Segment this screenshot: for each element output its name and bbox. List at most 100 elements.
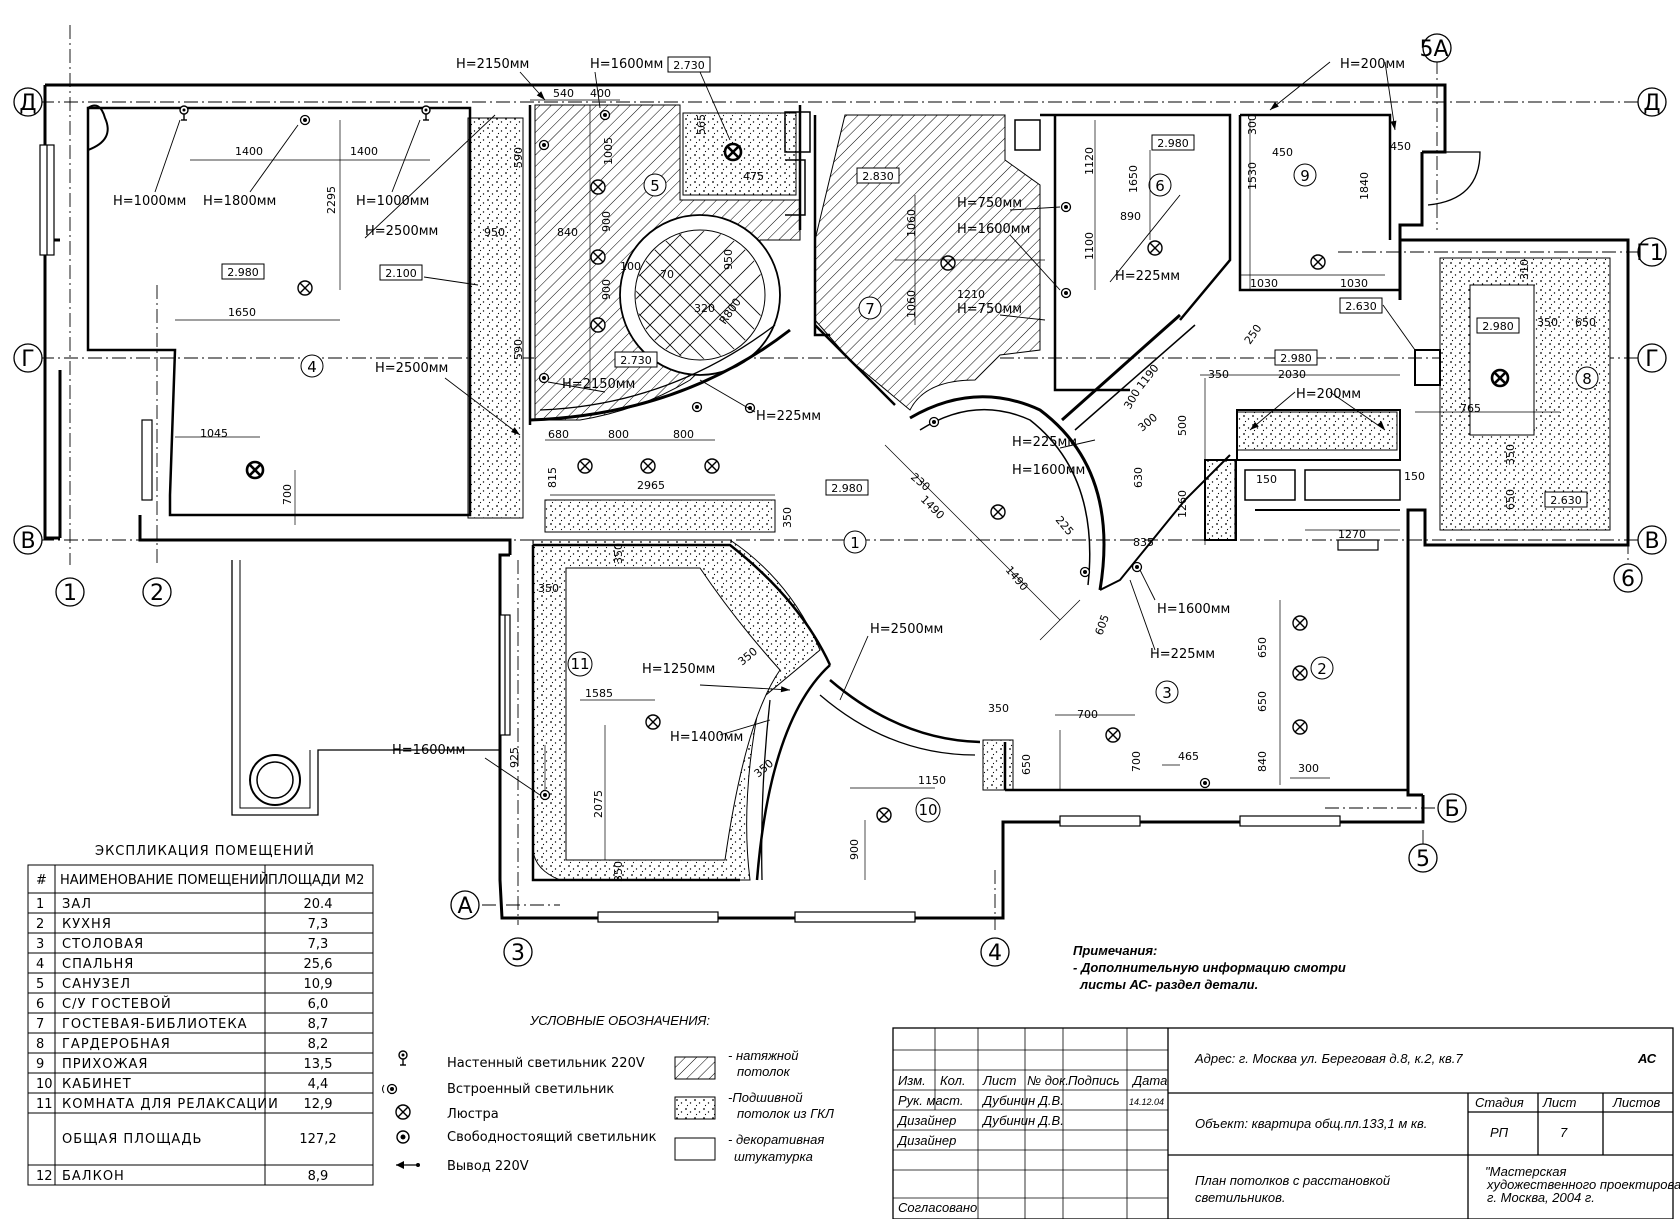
explication-area-cell: 20.4 — [304, 897, 333, 912]
svg-text:565: 565 — [695, 114, 708, 135]
axis-5-marker: 5 — [1408, 843, 1438, 873]
svg-text:Н=200мм: Н=200мм — [1296, 387, 1361, 402]
svg-text:Н=1400мм: Н=1400мм — [670, 730, 743, 745]
decorative-plaster-zones — [565, 282, 1580, 861]
svg-text:Настенный светильник 220V: Настенный светильник 220V — [447, 1056, 645, 1071]
explication-area-cell: 8,9 — [308, 1169, 329, 1184]
svg-text:1060: 1060 — [905, 290, 918, 318]
svg-text:Дизайнер: Дизайнер — [896, 1113, 956, 1128]
svg-text:Стадия: Стадия — [1475, 1095, 1524, 1110]
svg-text:План потолков с расстановкой: План потолков с расстановкой — [1195, 1173, 1390, 1188]
svg-text:475: 475 — [743, 170, 764, 183]
svg-text:4: 4 — [988, 941, 1002, 966]
explication-number-cell: 4 — [36, 957, 44, 972]
explication-number-cell: 9 — [36, 1057, 44, 1072]
svg-text:2: 2 — [1317, 660, 1327, 678]
explication-area-cell: 7,3 — [308, 917, 329, 932]
svg-text:1100: 1100 — [1083, 232, 1096, 260]
svg-text:840: 840 — [557, 226, 578, 239]
explication-room-name-cell: КУХНЯ — [62, 917, 112, 932]
svg-text:Н=1000мм: Н=1000мм — [356, 194, 429, 209]
svg-text:Вывод 220V: Вывод 220V — [447, 1159, 529, 1174]
axis-g-left-marker: Г — [13, 343, 43, 373]
explication-room-name-cell: ЗАЛ — [62, 897, 92, 912]
svg-text:1270: 1270 — [1338, 528, 1366, 541]
svg-text:Н=1600мм: Н=1600мм — [957, 222, 1030, 237]
svg-text:1210: 1210 — [957, 288, 985, 301]
svg-text:450: 450 — [1390, 140, 1411, 153]
svg-text:350: 350 — [781, 507, 794, 528]
axis-markers: 1 2 3 4 5 5А 6 Д Д Г1 Г Г В В Б А — [13, 33, 1667, 967]
svg-text:1120: 1120 — [1083, 147, 1096, 175]
svg-text:650: 650 — [1504, 489, 1517, 510]
svg-text:2.630: 2.630 — [1550, 494, 1582, 507]
explication-area-cell: 12,9 — [304, 1097, 333, 1112]
room-numbers: 1 2 3 4 5 6 7 8 9 10 11 — [300, 163, 1599, 823]
axis-v-right-marker: В — [1637, 525, 1667, 555]
svg-text:Н=1800мм: Н=1800мм — [203, 194, 276, 209]
svg-text:Г: Г — [21, 347, 34, 372]
svg-text:3: 3 — [1162, 684, 1172, 702]
explication-number-cell: 12 — [36, 1169, 53, 1184]
svg-text:В: В — [20, 529, 35, 554]
svg-text:5: 5 — [1416, 847, 1430, 872]
svg-text:Н=1600мм: Н=1600мм — [590, 57, 663, 72]
svg-text:Н=1000мм: Н=1000мм — [113, 194, 186, 209]
explication-area-cell: 8,7 — [308, 1017, 329, 1032]
explication-number-cell: 8 — [36, 1037, 44, 1052]
axis-6-marker: 6 — [1613, 563, 1643, 593]
leader-lines — [154, 61, 1416, 796]
svg-text:Дубинин Д.В.: Дубинин Д.В. — [981, 1093, 1064, 1108]
svg-text:5: 5 — [650, 177, 660, 195]
svg-text:310: 310 — [1518, 259, 1531, 280]
svg-text:900: 900 — [600, 211, 613, 232]
svg-text:Г1: Г1 — [1636, 241, 1663, 266]
svg-text:1490: 1490 — [918, 493, 947, 522]
svg-text:- натяжной: - натяжной — [728, 1048, 799, 1063]
svg-text:ЭКСПЛИКАЦИЯ ПОМЕЩЕНИЙ: ЭКСПЛИКАЦИЯ ПОМЕЩЕНИЙ — [95, 843, 315, 859]
svg-text:2.100: 2.100 — [385, 267, 417, 280]
svg-text:650: 650 — [1020, 754, 1033, 775]
axis-b-marker: Б — [1437, 793, 1467, 823]
explication-room-name-cell: САНУЗЕЛ — [62, 977, 131, 992]
svg-text:Рук. маст.: Рук. маст. — [898, 1093, 963, 1108]
svg-text:- Дополнительную информацию см: - Дополнительную информацию смотри — [1073, 960, 1346, 975]
svg-text:Н=1250мм: Н=1250мм — [642, 662, 715, 677]
explication-room-name-cell: БАЛКОН — [62, 1169, 125, 1184]
svg-text:2.830: 2.830 — [862, 170, 894, 183]
svg-text:1400: 1400 — [235, 145, 263, 158]
svg-text:150: 150 — [1404, 470, 1425, 483]
explication-room-name-cell: ПРИХОЖАЯ — [62, 1057, 148, 1072]
room-1-label: 1 — [843, 530, 867, 554]
explication-area-cell: 8,2 — [308, 1037, 329, 1052]
room-8-label: 8 — [1575, 366, 1599, 390]
svg-text:Н=1600мм: Н=1600мм — [392, 743, 465, 758]
svg-text:700: 700 — [281, 484, 294, 505]
svg-text:2.730: 2.730 — [620, 354, 652, 367]
svg-text:Примечания:: Примечания: — [1073, 943, 1157, 958]
height-labels: Н=2150мм Н=1600мм 2.730 Н=1000мм Н=1800м… — [113, 56, 1588, 758]
svg-text:1: 1 — [850, 534, 860, 552]
svg-text:Н=750мм: Н=750мм — [957, 196, 1022, 211]
svg-text:В: В — [1644, 529, 1659, 554]
notes: Примечания: - Дополнительную информацию … — [1073, 943, 1346, 992]
legend: УСЛОВНЫЕ ОБОЗНАЧЕНИЯ: Настенный светильн… — [382, 1013, 834, 1174]
svg-text:7: 7 — [865, 300, 875, 318]
svg-text:700: 700 — [1130, 751, 1143, 772]
svg-text:590: 590 — [512, 339, 525, 360]
explication-room-name-cell: СТОЛОВАЯ — [62, 937, 144, 952]
svg-text:Кол.: Кол. — [940, 1073, 966, 1088]
svg-text:потолок: потолок — [737, 1064, 791, 1079]
svg-text:350: 350 — [1208, 368, 1229, 381]
svg-text:11: 11 — [570, 655, 589, 673]
svg-text:900: 900 — [600, 279, 613, 300]
svg-text:Лист: Лист — [982, 1073, 1017, 1088]
svg-text:Н=2500мм: Н=2500мм — [870, 622, 943, 637]
svg-text:Адрес: г. Москва ул. Береговая: Адрес: г. Москва ул. Береговая д.8, к.2,… — [1194, 1051, 1463, 1066]
axis-g-right-marker: Г — [1637, 343, 1667, 373]
svg-text:Н=200мм: Н=200мм — [1340, 57, 1405, 72]
explication-room-name-cell: СПАЛЬНЯ — [62, 957, 134, 972]
explication-number-cell: 2 — [36, 917, 44, 932]
svg-text:-Подшивной: -Подшивной — [728, 1090, 803, 1105]
explication-area-cell: 13,5 — [304, 1057, 333, 1072]
